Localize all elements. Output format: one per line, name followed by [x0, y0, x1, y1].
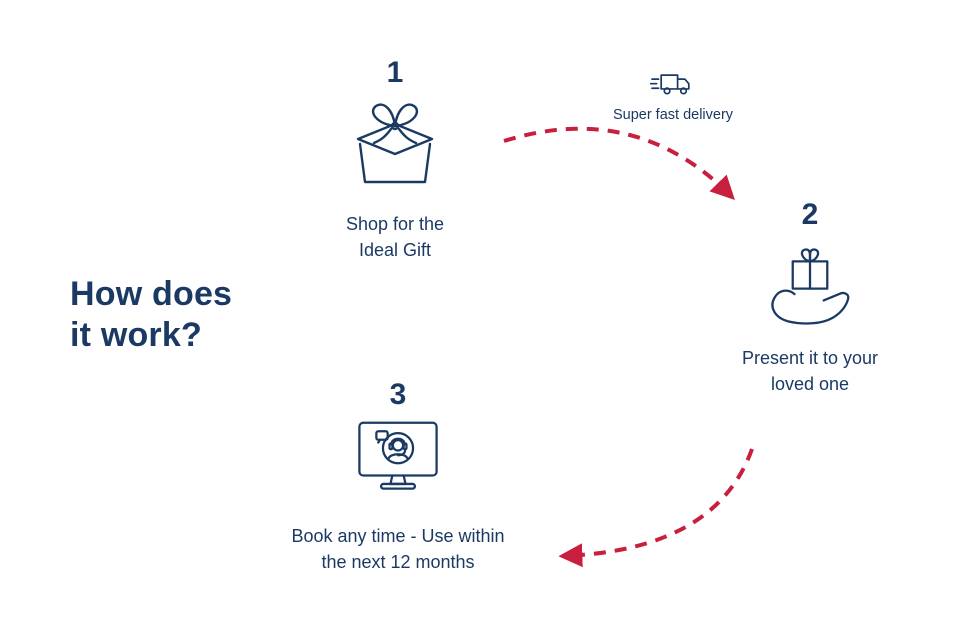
arrow-step1-to-step2 — [503, 126, 735, 200]
step-1-label-line1: Shop for the — [345, 214, 445, 234]
step-3-book: 3 Book any time - Use within the next 12… — [266, 378, 530, 575]
hand-holding-gift-icon — [771, 248, 850, 325]
step-3-label-line2: the next 12 months — [321, 552, 475, 573]
page-title-line1: How does — [70, 275, 233, 313]
page-title: How does it work? — [70, 274, 232, 356]
step-2-label-line2: loved one — [770, 374, 850, 395]
gift-box-icon — [356, 103, 434, 184]
delivery-label: Super fast delivery — [612, 107, 734, 123]
step-2-number: 2 — [801, 198, 819, 231]
step-2-label-line1: Present it to your — [741, 348, 879, 368]
step-2-label: Present it to your loved one — [712, 345, 908, 397]
delivery-note: Super fast delivery — [597, 70, 749, 123]
step-3-label-line1: Book any time - Use within — [291, 526, 505, 546]
page-title-line2: it work? — [70, 315, 202, 354]
step-3-number: 3 — [389, 378, 407, 411]
support-agent-monitor-icon — [358, 421, 438, 490]
step-1-shop: 1 Shop for the Ideal Gift — [300, 56, 490, 263]
delivery-truck-icon — [650, 74, 690, 95]
step-1-label-line2: Ideal Gift — [358, 240, 432, 261]
step-1-label: Shop for the Ideal Gift — [300, 211, 490, 263]
step-3-label: Book any time - Use within the next 12 m… — [266, 523, 530, 575]
arrow-step2-to-step3 — [558, 448, 754, 568]
step-1-number: 1 — [386, 56, 404, 89]
step-2-present: 2 Present it to your loved one — [712, 198, 908, 397]
